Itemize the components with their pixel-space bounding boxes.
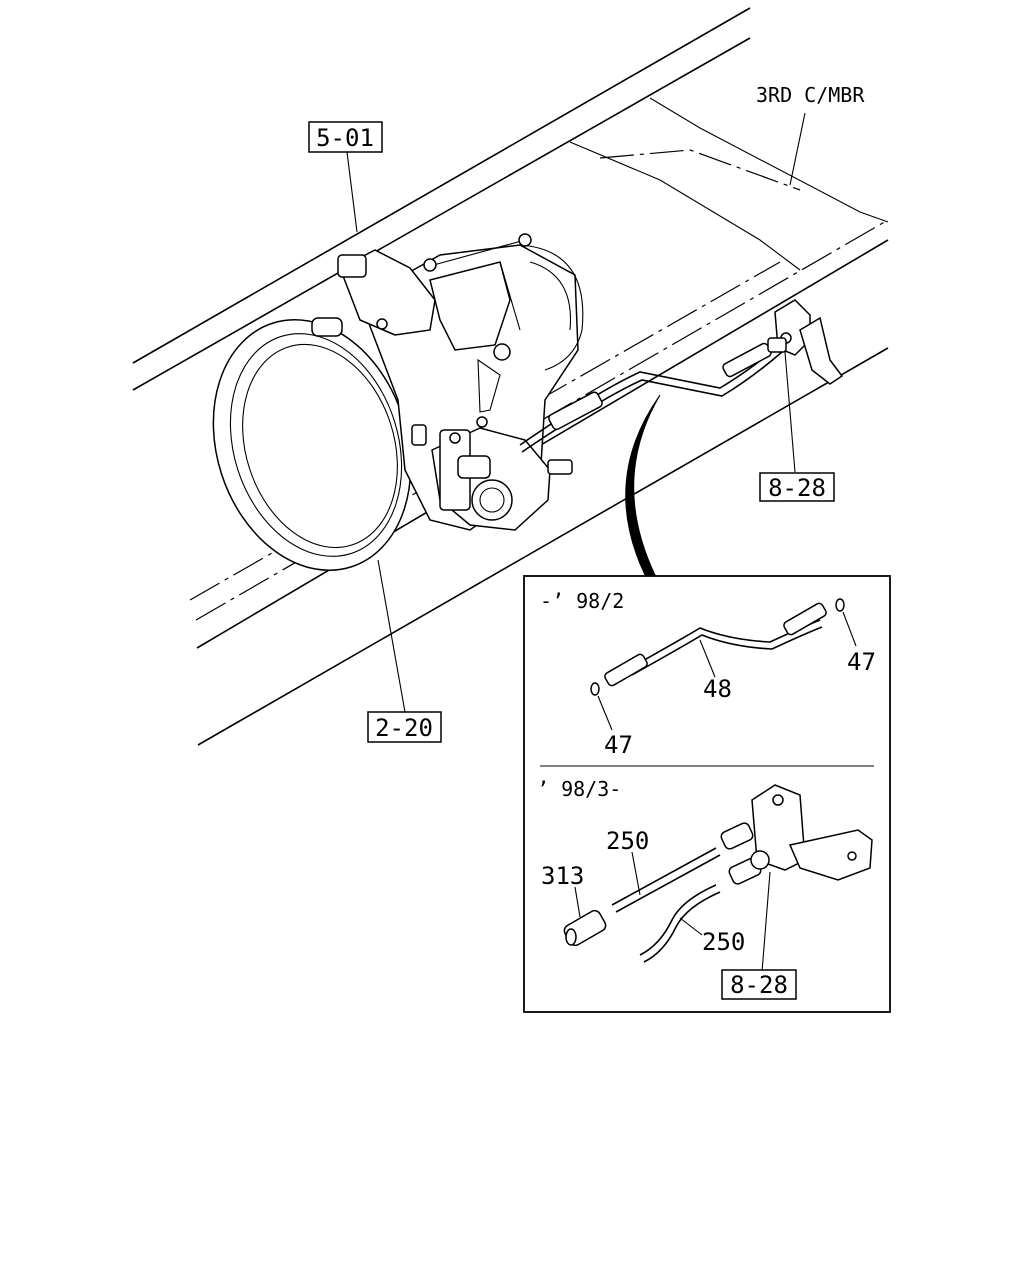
hose-48 xyxy=(604,602,827,687)
tube-250-upper xyxy=(611,847,721,913)
part-250-lower-label: 250 xyxy=(702,928,745,956)
callout-8-28-detail-label: 8-28 xyxy=(730,971,788,999)
connector-313 xyxy=(563,909,607,947)
leader-lines xyxy=(346,112,806,713)
callout-8-28-detail: 8-28 xyxy=(721,969,797,1000)
hose-main xyxy=(519,342,783,453)
part-250-upper-label: 250 xyxy=(606,827,649,855)
hose-fitting-right xyxy=(722,342,772,378)
period-lower-label: ’ 98/3- xyxy=(537,777,621,801)
o-ring-47-left xyxy=(590,682,600,696)
o-ring-47-right xyxy=(835,598,845,612)
detail-pointer xyxy=(625,394,661,576)
callout-8-28-main: 8-28 xyxy=(759,472,835,502)
callout-2-20-label: 2-20 xyxy=(375,714,433,742)
part-48-label: 48 xyxy=(703,675,732,703)
third-crossmember-label: 3RD C/MBR xyxy=(756,83,865,107)
tube-250-lower xyxy=(639,884,721,963)
part-47-left-label: 47 xyxy=(604,731,633,759)
hose-fitting-left xyxy=(548,391,603,431)
callout-5-01-label: 5-01 xyxy=(316,124,374,152)
callout-8-28-main-label: 8-28 xyxy=(768,474,826,502)
callout-5-01: 5-01 xyxy=(308,121,383,153)
part-47-right-label: 47 xyxy=(847,648,876,676)
period-upper-label: -’ 98/2 xyxy=(540,589,624,613)
valve-bracket xyxy=(767,299,844,385)
part-313-label: 313 xyxy=(541,862,584,890)
transmission-assembly xyxy=(212,233,584,571)
valve-assembly xyxy=(720,784,873,885)
callout-2-20: 2-20 xyxy=(367,711,442,743)
detail-box: -’ 98/2 48 47 47 ’ 98/3- xyxy=(523,575,891,1013)
